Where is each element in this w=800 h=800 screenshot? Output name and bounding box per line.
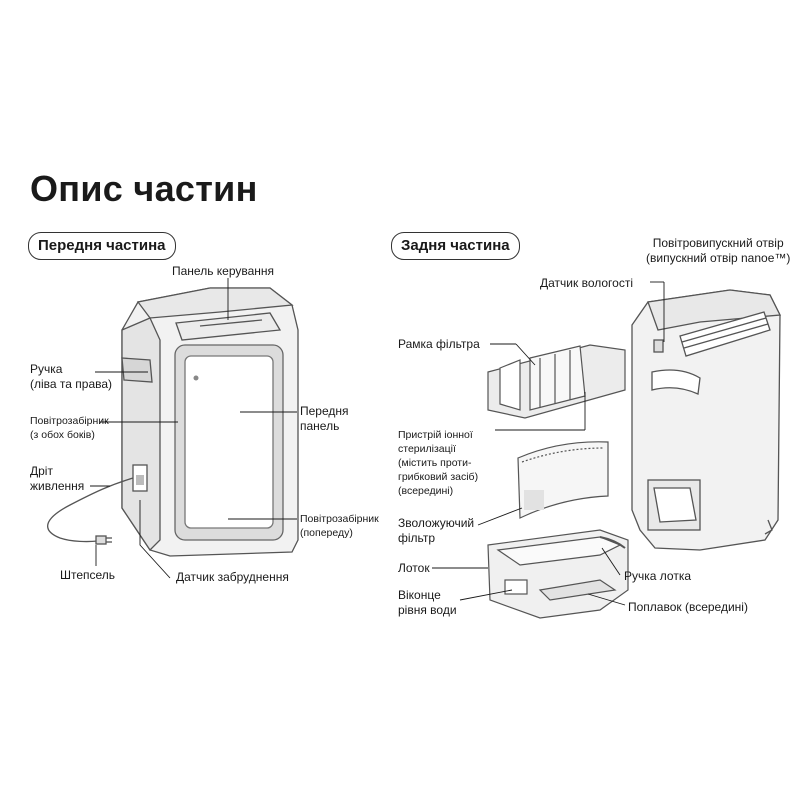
label-front-intake-line2: (попереду) xyxy=(300,527,353,539)
label-humidity-sensor: Датчик вологості xyxy=(540,276,633,290)
label-water-window: Віконце рівня води xyxy=(398,588,457,618)
label-outlet-line2: (випускний отвір nanoe™) xyxy=(646,251,791,265)
rear-unit-illustration xyxy=(631,289,782,551)
label-outlet-line1: Повітровипускний отвір xyxy=(652,236,784,250)
label-side-intake: Повітрозабірник (з обох боків) xyxy=(30,414,109,442)
label-humidifying-filter-line2: фільтр xyxy=(398,531,436,545)
label-humidifying-filter: Зволожуючий фільтр xyxy=(398,516,474,546)
leader-lines xyxy=(90,278,665,606)
label-dirt-sensor: Датчик забруднення xyxy=(176,570,289,584)
label-ion-device-line4: грибковий засіб) xyxy=(398,471,479,483)
label-humidifying-filter-line1: Зволожуючий xyxy=(398,516,475,530)
label-tray-handle: Ручка лотка xyxy=(624,569,692,583)
label-power-cord-line2: живлення xyxy=(30,479,85,493)
label-front-intake: Повітрозабірник (попереду) xyxy=(300,512,379,540)
label-plug: Штепсель xyxy=(60,568,116,582)
label-control-panel: Панель керування xyxy=(172,264,275,278)
label-front-panel-line2: панель xyxy=(300,419,340,433)
label-tray: Лоток xyxy=(398,561,430,575)
label-ion-device-line5: (всередині) xyxy=(398,485,454,497)
label-handle-line2: (ліва та права) xyxy=(30,377,113,391)
label-power-cord-line1: Дріт xyxy=(30,464,53,478)
label-front-intake-line1: Повітрозабірник xyxy=(300,513,379,525)
label-handle-line1: Ручка xyxy=(30,362,63,376)
label-ion-device-line3: (містить проти- xyxy=(398,457,472,469)
label-handle: Ручка (ліва та права) xyxy=(30,362,112,392)
front-unit-illustration xyxy=(47,287,299,557)
label-side-intake-line2: (з обох боків) xyxy=(30,429,95,441)
page-title: Опис частин xyxy=(30,168,258,209)
label-float: Поплавок (всередині) xyxy=(628,600,748,614)
label-water-window-line2: рівня води xyxy=(398,603,457,617)
label-ion-device: Пристрій іонної стерилізації (містить пр… xyxy=(398,428,478,498)
label-ion-device-line1: Пристрій іонної xyxy=(398,429,473,441)
rear-section-title: Задня частина xyxy=(391,232,520,260)
front-section-title: Передня частина xyxy=(28,232,176,260)
label-power-cord: Дріт живлення xyxy=(30,464,84,494)
label-front-panel-line1: Передня xyxy=(300,404,349,418)
tray-illustration xyxy=(487,529,629,619)
label-water-window-line1: Віконце xyxy=(398,588,441,602)
filter-frame-illustration xyxy=(487,344,626,419)
humidifying-filter-illustration xyxy=(517,441,609,519)
label-side-intake-line1: Повітрозабірник xyxy=(30,415,109,427)
label-ion-device-line2: стерилізації xyxy=(398,443,456,455)
label-outlet: Повітровипускний отвір (випускний отвір … xyxy=(646,236,790,266)
label-front-panel: Передня панель xyxy=(300,404,349,434)
label-filter-frame: Рамка фільтра xyxy=(398,337,480,351)
